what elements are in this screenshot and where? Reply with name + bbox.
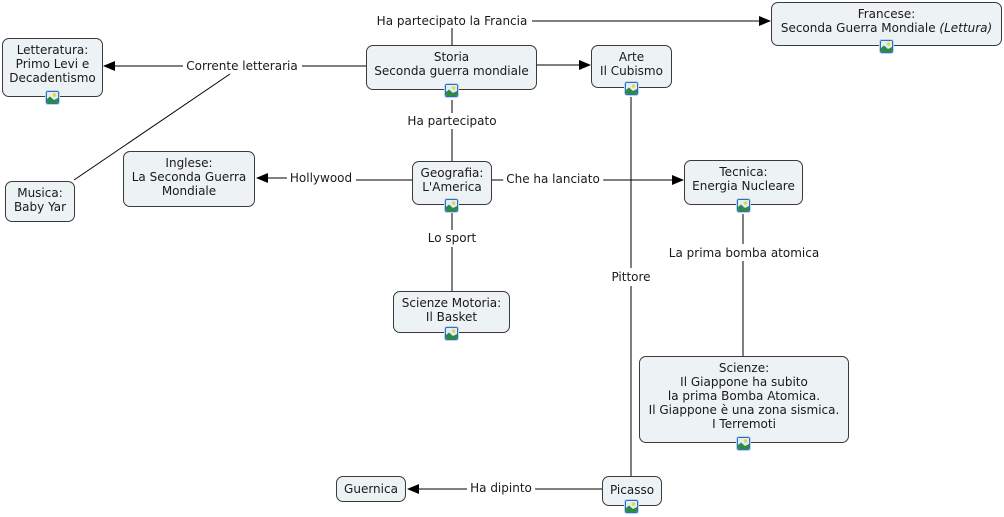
link-label-ha-dipinto[interactable]: Ha dipinto bbox=[467, 481, 535, 495]
link-label-hollywood[interactable]: Hollywood bbox=[286, 171, 356, 185]
link-label-che-ha-lanciato[interactable]: Che ha lanciato bbox=[503, 172, 603, 186]
image-icon[interactable] bbox=[736, 199, 750, 212]
node-text: Seconda guerra mondiale bbox=[374, 64, 529, 78]
node-text: Primo Levi e bbox=[15, 57, 90, 71]
node-text: Seconda Guerra Mondiale (Lettura) bbox=[772, 21, 1001, 35]
node-text: Arte bbox=[618, 50, 645, 64]
node-arte[interactable]: Arte Il Cubismo bbox=[591, 45, 672, 95]
image-icon[interactable] bbox=[45, 91, 59, 104]
image-icon[interactable] bbox=[445, 199, 458, 212]
node-text: Il Giappone è una zona sismica. bbox=[648, 403, 840, 417]
node-text: Musica: bbox=[17, 186, 63, 200]
node-text: Scienze Motoria: bbox=[401, 296, 502, 310]
node-text: Guernica bbox=[344, 482, 398, 496]
node-text: I Terremoti bbox=[712, 417, 776, 431]
node-text: Letteratura: bbox=[16, 43, 89, 57]
link-label-ha-partecipato-francia[interactable]: Ha partecipato la Francia bbox=[373, 14, 531, 28]
node-text: Il Giappone ha subito bbox=[680, 375, 808, 389]
link-label-lo-sport[interactable]: Lo sport bbox=[424, 231, 480, 245]
node-text: Francese: bbox=[857, 7, 916, 21]
image-icon[interactable] bbox=[624, 82, 638, 95]
node-text: Tecnica: bbox=[719, 165, 768, 179]
node-scienze-motoria[interactable]: Scienze Motoria: Il Basket bbox=[393, 291, 510, 340]
node-text: La Seconda Guerra bbox=[131, 170, 247, 184]
link-line bbox=[73, 73, 231, 181]
image-icon[interactable] bbox=[879, 40, 893, 53]
image-icon[interactable] bbox=[737, 437, 750, 450]
node-musica[interactable]: Musica: Baby Yar bbox=[5, 181, 75, 222]
node-letteratura[interactable]: Letteratura: Primo Levi e Decadentismo bbox=[2, 38, 103, 104]
node-text: Energia Nucleare bbox=[692, 179, 795, 193]
link-label-prima-bomba-atomica[interactable]: La prima bomba atomica bbox=[665, 246, 823, 260]
node-text: Inglese: bbox=[165, 156, 213, 170]
node-text: L'America bbox=[422, 180, 482, 194]
node-storia[interactable]: Storia Seconda guerra mondiale bbox=[366, 45, 537, 97]
node-picasso[interactable]: Picasso bbox=[602, 476, 662, 513]
link-label-pittore[interactable]: Pittore bbox=[608, 270, 654, 284]
node-tecnica[interactable]: Tecnica: Energia Nucleare bbox=[684, 160, 803, 212]
image-icon[interactable] bbox=[444, 84, 458, 97]
node-text: Picasso bbox=[609, 483, 655, 497]
image-icon[interactable] bbox=[444, 327, 458, 340]
link-label-corrente-letteraria[interactable]: Corrente letteraria bbox=[183, 59, 301, 73]
node-text: la prima Bomba Atomica. bbox=[667, 389, 821, 403]
node-text: Il Cubismo bbox=[600, 64, 663, 78]
node-francese[interactable]: Francese: Seconda Guerra Mondiale (Lettu… bbox=[771, 2, 1002, 53]
node-geografia[interactable]: Geografia: L'America bbox=[412, 161, 492, 212]
node-text: Il Basket bbox=[425, 310, 478, 324]
node-inglese[interactable]: Inglese: La Seconda Guerra Mondiale bbox=[123, 151, 255, 207]
node-text: Geografia: bbox=[420, 166, 484, 180]
link-label-ha-partecipato[interactable]: Ha partecipato bbox=[404, 114, 500, 128]
node-text-main: Seconda Guerra Mondiale bbox=[780, 21, 936, 35]
node-scienze[interactable]: Scienze: Il Giappone ha subito la prima … bbox=[639, 356, 849, 450]
node-text: Decadentismo bbox=[9, 71, 96, 85]
node-guernica[interactable]: Guernica bbox=[336, 476, 406, 502]
node-text-italic: (Lettura) bbox=[939, 21, 993, 35]
node-text: Mondiale bbox=[161, 184, 217, 198]
node-text: Baby Yar bbox=[13, 200, 67, 214]
node-text: Storia bbox=[433, 50, 470, 64]
image-icon[interactable] bbox=[625, 500, 638, 513]
node-text: Scienze: bbox=[718, 361, 770, 375]
